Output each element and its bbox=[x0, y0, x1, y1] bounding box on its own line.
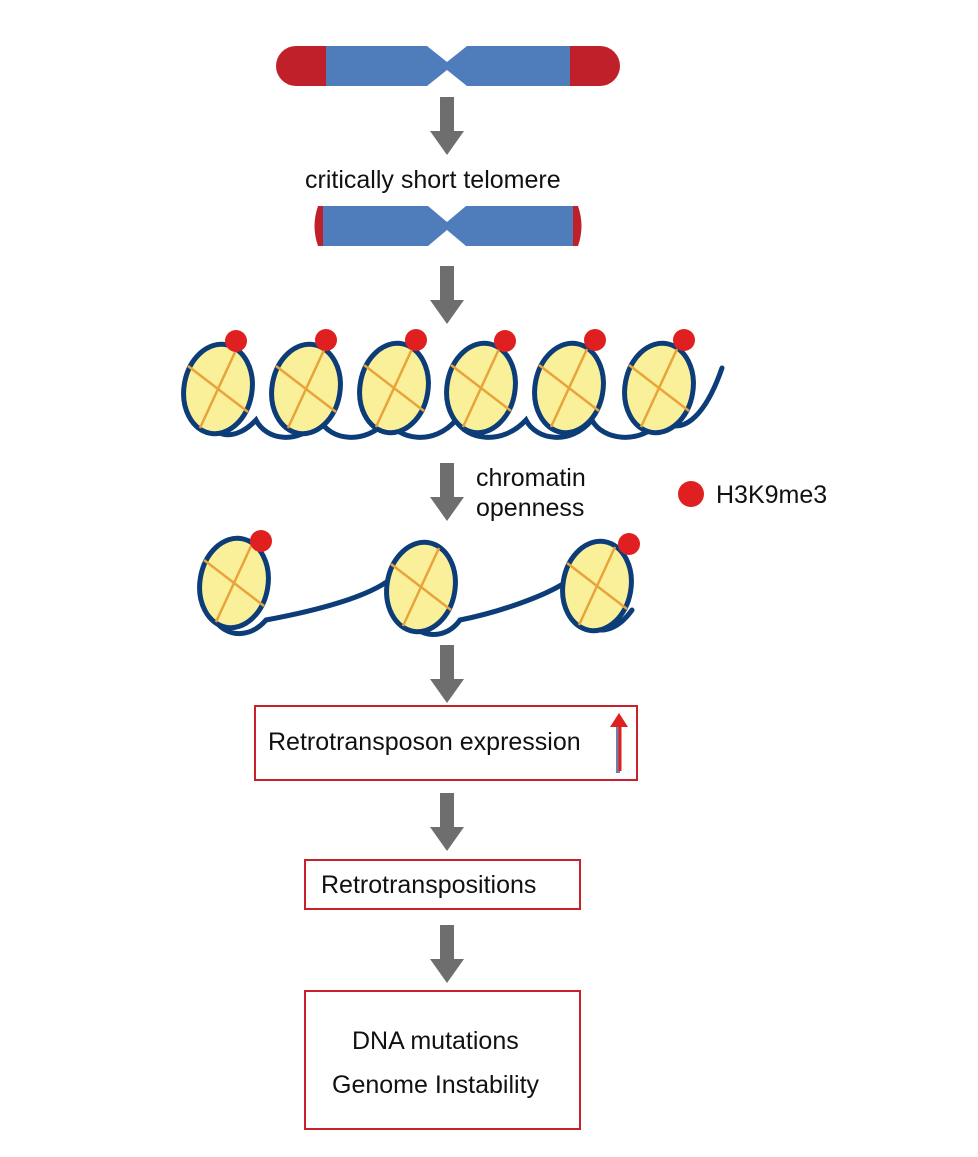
nucleosome bbox=[269, 341, 343, 437]
arrow-down-3 bbox=[430, 463, 464, 521]
chromosome-arm bbox=[326, 46, 570, 86]
telomere-left-short bbox=[314, 206, 323, 246]
telomere-right-short bbox=[573, 206, 582, 246]
nucleosome bbox=[444, 340, 518, 436]
retrotransposon-expression-box: Retrotransposon expression bbox=[254, 705, 638, 781]
h3k9me3-mark bbox=[618, 533, 640, 555]
chromosome-short-telomeres bbox=[314, 206, 582, 246]
retrotransposon-expression-label: Retrotransposon expression bbox=[268, 728, 581, 756]
h3k9me3-mark bbox=[250, 530, 272, 552]
chromatin-label-line2: openness bbox=[476, 494, 585, 522]
legend-h3k9me3-dot bbox=[678, 481, 704, 507]
h3k9me3-mark bbox=[673, 329, 695, 351]
retrotranspositions-box: Retrotranspositions bbox=[304, 859, 581, 910]
h3k9me3-mark bbox=[405, 329, 427, 351]
h3k9me3-mark bbox=[225, 330, 247, 352]
nucleosome bbox=[560, 538, 634, 634]
legend-h3k9me3-label: H3K9me3 bbox=[716, 481, 828, 509]
nucleosome bbox=[384, 539, 458, 635]
telomere-right bbox=[570, 46, 620, 86]
h3k9me3-mark bbox=[494, 330, 516, 352]
h3k9me3-mark bbox=[315, 329, 337, 351]
dna-mutations-label: DNA mutations bbox=[352, 1027, 519, 1055]
nucleosome bbox=[622, 340, 696, 436]
nucleosome bbox=[532, 340, 606, 436]
arrow-down-2 bbox=[430, 266, 464, 324]
arrow-down-6 bbox=[430, 925, 464, 983]
outcome-box: DNA mutations Genome Instability bbox=[304, 990, 581, 1130]
chromosome-arm bbox=[323, 206, 573, 246]
chromatin-label-line1: chromatin bbox=[476, 464, 586, 492]
short-telomere-label: critically short telomere bbox=[305, 166, 561, 194]
arrow-up-icon bbox=[610, 713, 628, 773]
open-chromatin bbox=[197, 530, 640, 637]
genome-instability-label: Genome Instability bbox=[332, 1071, 540, 1099]
retrotranspositions-label: Retrotranspositions bbox=[321, 871, 537, 899]
arrow-down-4 bbox=[430, 645, 464, 703]
nucleosome bbox=[181, 341, 255, 437]
arrow-down-1 bbox=[430, 97, 464, 155]
chromosome-long-telomeres bbox=[276, 46, 620, 86]
telomere-left bbox=[276, 46, 326, 86]
nucleosome bbox=[197, 535, 271, 631]
h3k9me3-mark bbox=[584, 329, 606, 351]
nucleosome bbox=[357, 340, 431, 436]
arrow-down-5 bbox=[430, 793, 464, 851]
compact-chromatin bbox=[181, 329, 725, 440]
